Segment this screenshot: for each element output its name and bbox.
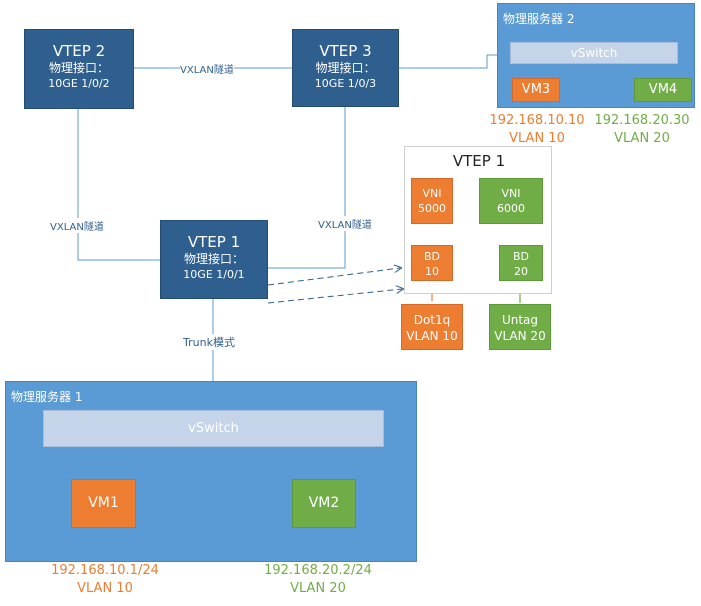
bd-10-value: 10 xyxy=(425,265,439,278)
dot1q-label: Dot1q xyxy=(413,313,451,327)
vtep-1-port: 10GE 1/0/1 xyxy=(183,268,245,281)
vm4-node[interactable]: VM4 xyxy=(634,78,692,102)
vm1-vlan: VLAN 10 xyxy=(77,581,133,596)
vtep-1-title: VTEP 1 xyxy=(187,233,241,251)
vtep-3-node[interactable]: VTEP 3 物理接口： 10GE 1/0/3 xyxy=(292,29,399,107)
vni-5000-box[interactable]: VNI 5000 xyxy=(411,178,453,224)
vtep-1-sub: 物理接口： xyxy=(183,252,244,266)
server-1-vswitch[interactable]: vSwitch xyxy=(43,410,384,447)
bd-10-box[interactable]: BD 10 xyxy=(411,245,453,281)
vni-5000-label: VNI xyxy=(422,187,442,200)
physical-server-1[interactable]: 物理服务器 1 vSwitch VM1 VM2 xyxy=(5,381,417,562)
detail-title: VTEP 1 xyxy=(452,152,506,170)
vtep-2-sub: 物理接口： xyxy=(48,61,109,75)
tunnel-line-left xyxy=(77,109,160,261)
dot1q-vlan: VLAN 10 xyxy=(406,329,458,343)
dot1q-box[interactable]: Dot1q VLAN 10 xyxy=(401,304,463,350)
vm3-ip: 192.168.10.10 xyxy=(489,113,585,128)
vm4-ip: 192.168.20.30 xyxy=(594,113,690,128)
vtep-2-title: VTEP 2 xyxy=(52,42,106,60)
link-vtep3-server2 xyxy=(399,54,497,69)
vni-5000-value: 5000 xyxy=(418,202,446,215)
vm2-vlan: VLAN 20 xyxy=(290,581,346,596)
tunnel-label-top: VXLAN隧道 xyxy=(180,61,234,76)
vni-6000-box[interactable]: VNI 6000 xyxy=(479,178,543,224)
bd-20-label: BD xyxy=(512,250,530,263)
zoom-line-1 xyxy=(267,268,400,286)
vtep-2-port: 10GE 1/0/2 xyxy=(48,77,110,90)
vni-6000-value: 6000 xyxy=(497,202,525,215)
vtep-1-node[interactable]: VTEP 1 物理接口： 10GE 1/0/1 xyxy=(160,220,268,299)
vm1-ip: 192.168.10.1/24 xyxy=(51,563,159,578)
vm2-ip: 192.168.20.2/24 xyxy=(264,563,372,578)
vtep-2-node[interactable]: VTEP 2 物理接口： 10GE 1/0/2 xyxy=(24,29,134,109)
vm2-node[interactable]: VM2 xyxy=(292,479,356,528)
vni-6000-label: VNI xyxy=(501,187,521,200)
vtep-3-sub: 物理接口： xyxy=(315,61,376,75)
bd-20-box[interactable]: BD 20 xyxy=(499,245,543,281)
vm4-vlan: VLAN 20 xyxy=(614,131,670,146)
server-2-title: 物理服务器 2 xyxy=(503,12,575,26)
vm3-vlan: VLAN 10 xyxy=(509,131,565,146)
vtep-3-title: VTEP 3 xyxy=(319,42,372,60)
vm1-node[interactable]: VM1 xyxy=(71,479,136,528)
untag-box[interactable]: Untag VLAN 20 xyxy=(489,304,551,350)
bd-10-label: BD xyxy=(423,250,441,263)
bd-20-value: 20 xyxy=(514,265,528,278)
server-1-title: 物理服务器 1 xyxy=(11,390,83,404)
untag-vlan: VLAN 20 xyxy=(494,329,546,343)
zoom-line-2 xyxy=(267,289,402,304)
physical-server-2[interactable]: 物理服务器 2 vSwitch VM3 VM4 xyxy=(497,3,695,108)
tunnel-label-right: VXLAN隧道 xyxy=(318,216,372,231)
untag-label: Untag xyxy=(501,313,539,327)
vm3-node[interactable]: VM3 xyxy=(512,78,560,102)
tunnel-label-left: VXLAN隧道 xyxy=(50,218,104,233)
trunk-label: Trunk模式 xyxy=(183,334,235,350)
vtep-3-port: 10GE 1/0/3 xyxy=(314,77,377,90)
server-2-vswitch[interactable]: vSwitch xyxy=(510,42,678,64)
tunnel-line-right xyxy=(268,107,346,269)
